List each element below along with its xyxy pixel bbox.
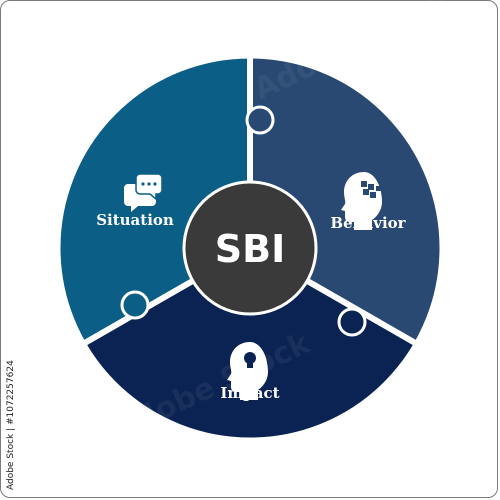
segment-label-situation: Situation (96, 211, 174, 229)
head-puzzle-icon (341, 172, 382, 230)
head-lightbulb-icon (227, 342, 268, 400)
segment-label-impact: Impact (220, 384, 279, 402)
center-circle (182, 180, 318, 316)
stock-id-label: Adobe Stock | #1072257624 (6, 360, 16, 490)
center-label: SBI (215, 227, 285, 271)
segment-label-behavior: Behavior (330, 214, 406, 232)
chat-bubbles-icon (124, 173, 163, 212)
